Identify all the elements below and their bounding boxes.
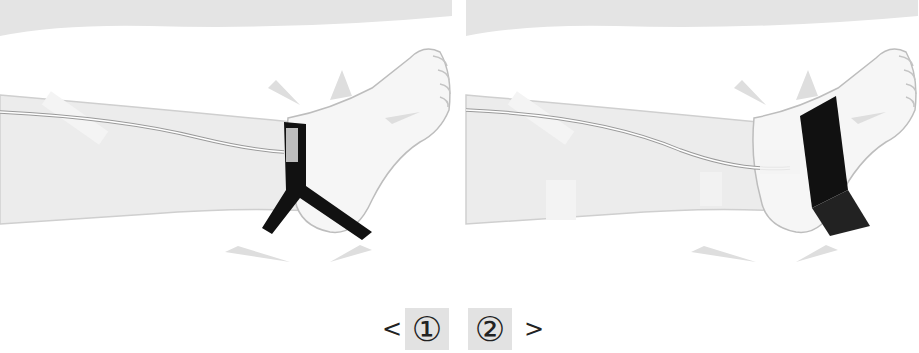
sensor-cable	[466, 110, 790, 169]
sensor-pad	[286, 128, 298, 162]
tape	[760, 150, 800, 174]
nav-arrow: >	[524, 317, 544, 341]
sensor-cable	[0, 112, 284, 152]
sensor-strap	[262, 122, 372, 240]
step-number: ②	[475, 312, 505, 346]
sensor-cable	[466, 110, 790, 169]
tape	[546, 180, 576, 220]
panel-2-sensor	[466, 96, 870, 236]
nav-arrow: <	[382, 317, 402, 341]
sensor-strap	[812, 190, 870, 236]
step-number: ①	[412, 312, 442, 346]
step-box: ②	[468, 308, 512, 350]
sensor-strap	[800, 96, 848, 208]
sensor-cable	[0, 112, 284, 152]
panel-1-sensor	[0, 112, 372, 240]
step-box: ①	[405, 308, 449, 350]
tape	[700, 172, 722, 206]
